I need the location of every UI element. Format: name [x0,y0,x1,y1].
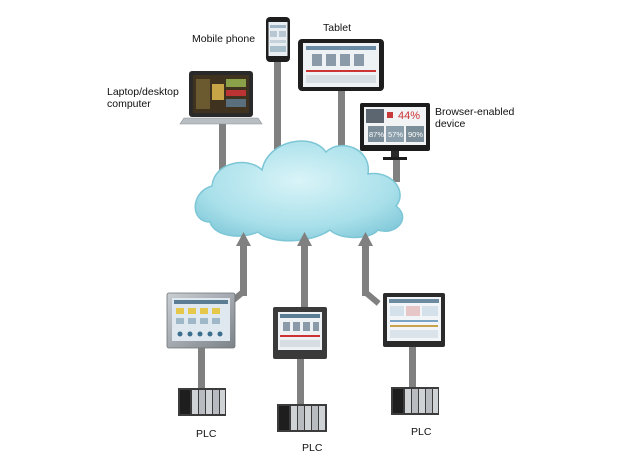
browser-label-line1: Browser-enabled [435,106,515,118]
connector-plc-right [409,347,416,387]
plc-rack-center [277,404,327,432]
plc-rack-left [178,388,226,416]
arrow-right-shaft [362,244,369,296]
laptop-label-line1: Laptop/desktop [107,86,179,98]
cloud [194,140,404,242]
plc-label-center: PLC [302,442,323,454]
connector-plc-center [297,359,304,404]
arrow-left-head [236,232,251,246]
mobile-phone-label: Mobile phone [192,33,256,45]
tablet [298,39,384,91]
browser-readout-1: 87% [369,130,385,139]
connector-laptop [219,120,226,182]
connector-mobile [274,62,281,158]
arrow-right-head [358,232,373,246]
connector-browser [393,160,400,182]
upper-connectors [219,62,400,182]
browser-readout-2: 57% [388,130,404,139]
laptop-label-line2: computer [107,98,151,110]
plc-label-left: PLC [196,428,217,440]
browser-label-line2: device [435,118,466,130]
browser-device [360,103,430,160]
browser-readout-3: 90% [408,130,424,139]
arrow-left-shaft [240,244,247,296]
hmi-panel-right [383,293,445,347]
mobile-phone [266,17,290,62]
laptop [179,71,263,125]
connector-plc-left [198,348,205,388]
connector-tablet [338,90,345,150]
lower-connectors [198,347,416,404]
plc-label-right: PLC [411,426,432,438]
plc-rack-right [391,387,439,415]
browser-readout-big: 44% [398,110,421,122]
tablet-label: Tablet [323,22,352,34]
upward-arrows [228,232,381,314]
hmi-panel-center [273,307,327,359]
arrow-center-shaft [301,244,308,314]
arrow-center-head [297,232,312,246]
hmi-panel-left [166,292,236,349]
